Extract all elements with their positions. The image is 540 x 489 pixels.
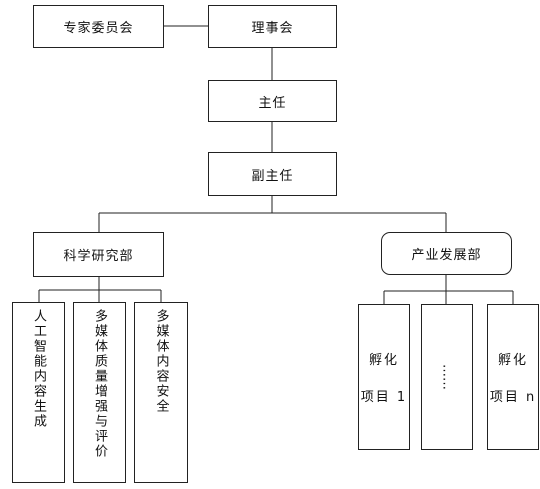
ai-content-label: 人工智能内容生成 [31, 309, 46, 429]
ellipsis-box: …… [421, 304, 473, 450]
science-dept-label: 科学研究部 [63, 249, 134, 264]
incubation-1-box: 孵化 项目 1 [358, 304, 410, 450]
incubation-1-line2: 项目 1 [360, 390, 408, 405]
expert-committee-box: 专家委员会 [33, 5, 164, 48]
industry-dept-label: 产业发展部 [411, 248, 482, 263]
expert-committee-label: 专家委员会 [63, 21, 134, 36]
ellipsis-label: …… [439, 364, 455, 390]
deputy-director-label: 副主任 [251, 168, 294, 184]
incubation-n-line1: 孵化 [497, 353, 528, 368]
incubation-n-line2: 项目 n [489, 390, 537, 405]
industry-dept-box: 产业发展部 [381, 232, 512, 275]
quality-label: 多媒体质量增强与评价 [92, 309, 107, 459]
board-label: 理事会 [251, 21, 294, 36]
board-box: 理事会 [208, 5, 337, 48]
incubation-n-box: 孵化 项目 n [487, 304, 539, 450]
security-label: 多媒体内容安全 [153, 309, 169, 414]
incubation-1-line1: 孵化 [368, 353, 399, 368]
deputy-director-box: 副主任 [208, 152, 337, 196]
director-label: 主任 [258, 95, 287, 111]
director-box: 主任 [208, 80, 337, 122]
ai-content-box: 人工智能内容生成 [12, 302, 65, 483]
science-dept-box: 科学研究部 [33, 232, 164, 277]
quality-box: 多媒体质量增强与评价 [73, 302, 126, 483]
security-box: 多媒体内容安全 [134, 302, 188, 483]
